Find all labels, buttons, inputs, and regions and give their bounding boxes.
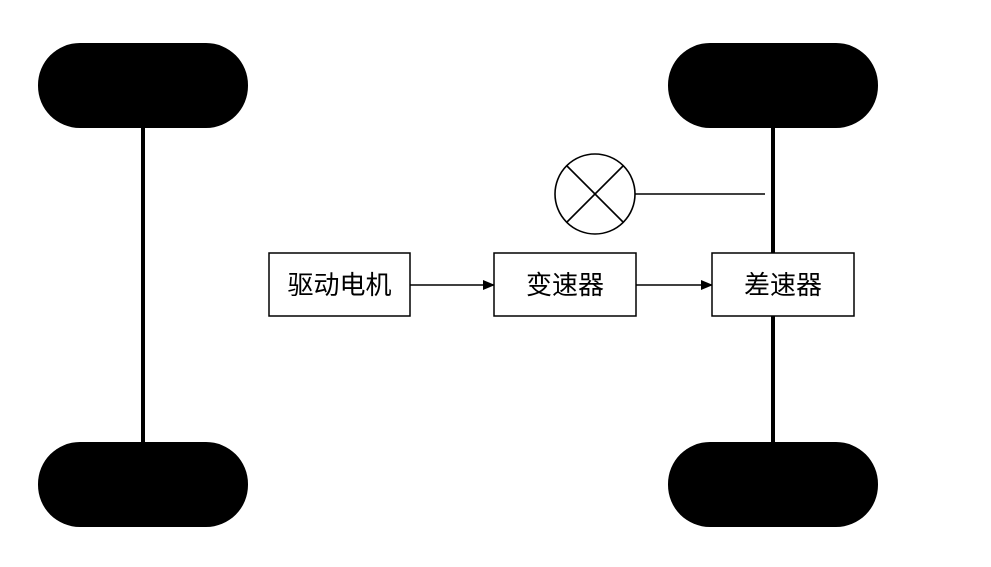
- circle-x-icon: [554, 153, 636, 235]
- left-rear-wheel: [38, 442, 248, 527]
- node-motor-label: 驱动电机: [287, 271, 391, 301]
- right-rear-wheel: [668, 442, 878, 527]
- node-gearbox: 变速器: [493, 252, 637, 317]
- right-axle-assembly: [668, 43, 878, 527]
- node-motor: 驱动电机: [268, 252, 411, 317]
- circle-x-icon-stroke-b: [566, 165, 624, 223]
- left-front-wheel: [38, 43, 248, 128]
- node-differential-box: [711, 252, 855, 317]
- node-motor-box: [268, 252, 411, 317]
- node-differential-label: 差速器: [744, 271, 822, 301]
- node-gearbox-box: [493, 252, 637, 317]
- right-front-wheel: [668, 43, 878, 128]
- node-gearbox-label: 变速器: [526, 271, 604, 301]
- left-axle-assembly: [38, 43, 248, 527]
- node-differential: 差速器: [711, 252, 855, 317]
